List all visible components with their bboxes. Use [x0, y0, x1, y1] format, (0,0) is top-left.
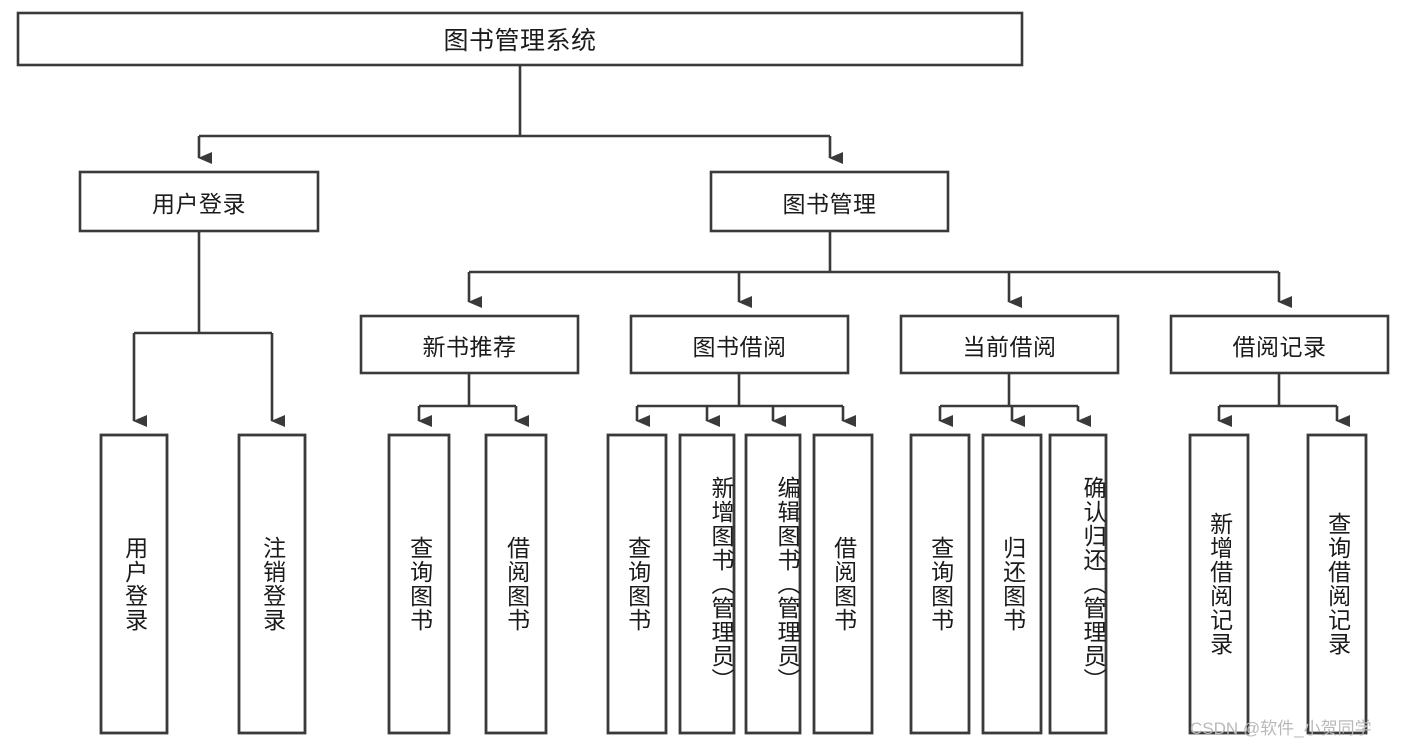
leaf-box-add-borrow-record[interactable] — [1188, 433, 1250, 735]
node-root-box[interactable] — [16, 11, 1024, 67]
node-borrow-record-box[interactable] — [1169, 314, 1390, 375]
node-book-borrow-box[interactable] — [629, 314, 850, 375]
leaf-box-query-book-borrow[interactable] — [606, 433, 668, 735]
leaf-box-borrow-book-rec[interactable] — [484, 433, 548, 735]
leaf-box-confirm-return-admin[interactable] — [1048, 433, 1108, 735]
leaf-box-query-book-current[interactable] — [909, 433, 971, 735]
leaf-box-add-book-admin[interactable] — [678, 433, 736, 735]
leaf-box-logout[interactable] — [237, 433, 307, 735]
node-current-borrow-box[interactable] — [899, 314, 1120, 375]
leaf-box-user-login[interactable] — [99, 433, 169, 735]
leaf-box-query-book-rec[interactable] — [387, 433, 451, 735]
leaf-box-query-borrow-record[interactable] — [1306, 433, 1368, 735]
node-new-book-recommend-box[interactable] — [359, 314, 580, 375]
node-user-login-box[interactable] — [78, 170, 320, 233]
leaf-box-edit-book-admin[interactable] — [744, 433, 802, 735]
node-book-manage-box[interactable] — [709, 170, 950, 233]
leaf-box-borrow-book[interactable] — [812, 433, 874, 735]
leaf-box-return-book[interactable] — [981, 433, 1043, 735]
